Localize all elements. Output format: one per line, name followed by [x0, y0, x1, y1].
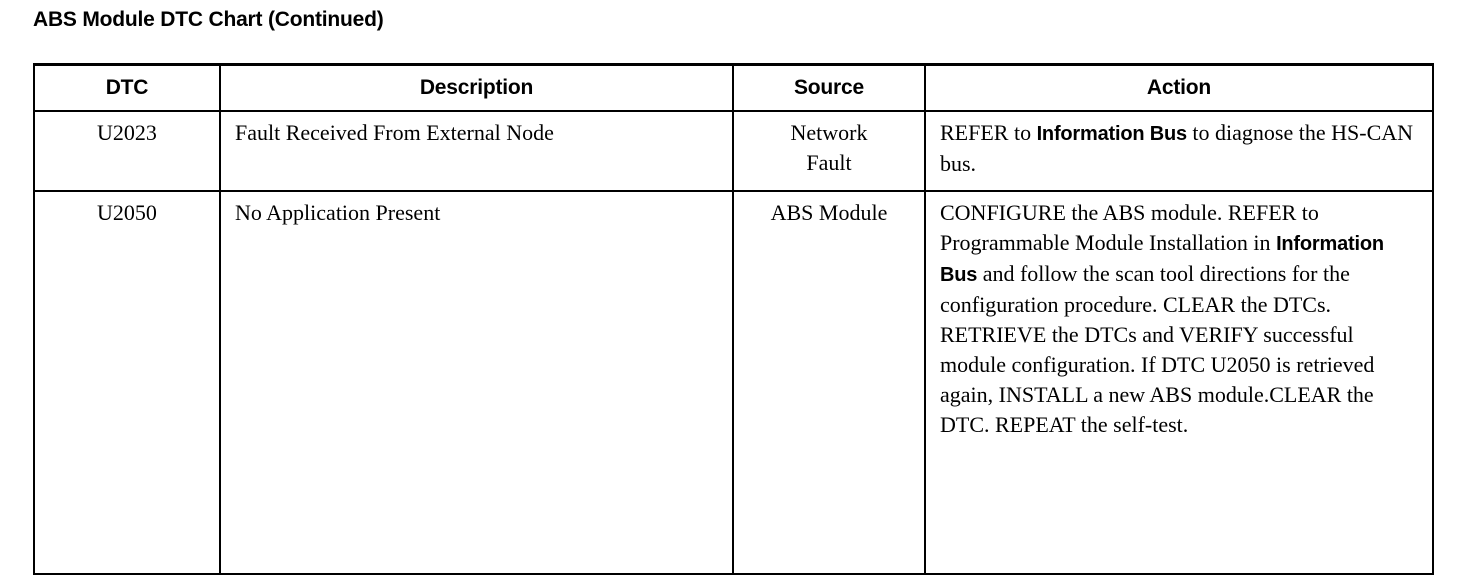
cell-dtc-code: U2050: [33, 190, 221, 575]
action-text-part-1: REFER to: [940, 120, 1037, 145]
source-line-1: ABS Module: [770, 200, 888, 225]
column-header-dtc: DTC: [33, 63, 221, 112]
cell-description: No Application Present: [219, 190, 734, 575]
column-header-description: Description: [219, 63, 734, 112]
cell-source: Network Fault: [732, 110, 926, 192]
source-line-2: Fault: [806, 150, 852, 175]
cell-action: REFER to Information Bus to diagnose the…: [924, 110, 1434, 192]
cell-source: ABS Module: [732, 190, 926, 575]
table-body: U2023 Fault Received From External Node …: [33, 110, 1434, 575]
table-row: U2023 Fault Received From External Node …: [33, 110, 1434, 192]
source-line-1: Network: [790, 120, 868, 145]
action-text-part-2: to diagnose the HS-CAN bus.: [940, 120, 1414, 176]
abs-module-dtc-table: DTC Description Source Action U2023 Faul…: [33, 63, 1434, 575]
column-header-source: Source: [732, 63, 926, 112]
dtc-table-container: DTC Description Source Action U2023 Faul…: [33, 63, 1434, 575]
column-header-action: Action: [924, 63, 1434, 112]
page-title: ABS Module DTC Chart (Continued): [33, 8, 384, 31]
action-text-part-2: and follow the scan tool directions for …: [940, 261, 1375, 437]
cell-dtc-code: U2023: [33, 110, 221, 192]
table-row: U2050 No Application Present ABS Module …: [33, 190, 1434, 575]
cell-action: CONFIGURE the ABS module. REFER to Progr…: [924, 190, 1434, 575]
action-text-part-1: CONFIGURE the ABS module. REFER to Progr…: [940, 200, 1319, 255]
action-cross-reference-link[interactable]: Information Bus: [1036, 123, 1188, 145]
action-cross-reference-link[interactable]: Information Bus: [940, 233, 1384, 286]
header-row: DTC Description Source Action: [33, 63, 1434, 112]
table-header: DTC Description Source Action: [33, 63, 1434, 112]
cell-description: Fault Received From External Node: [219, 110, 734, 192]
